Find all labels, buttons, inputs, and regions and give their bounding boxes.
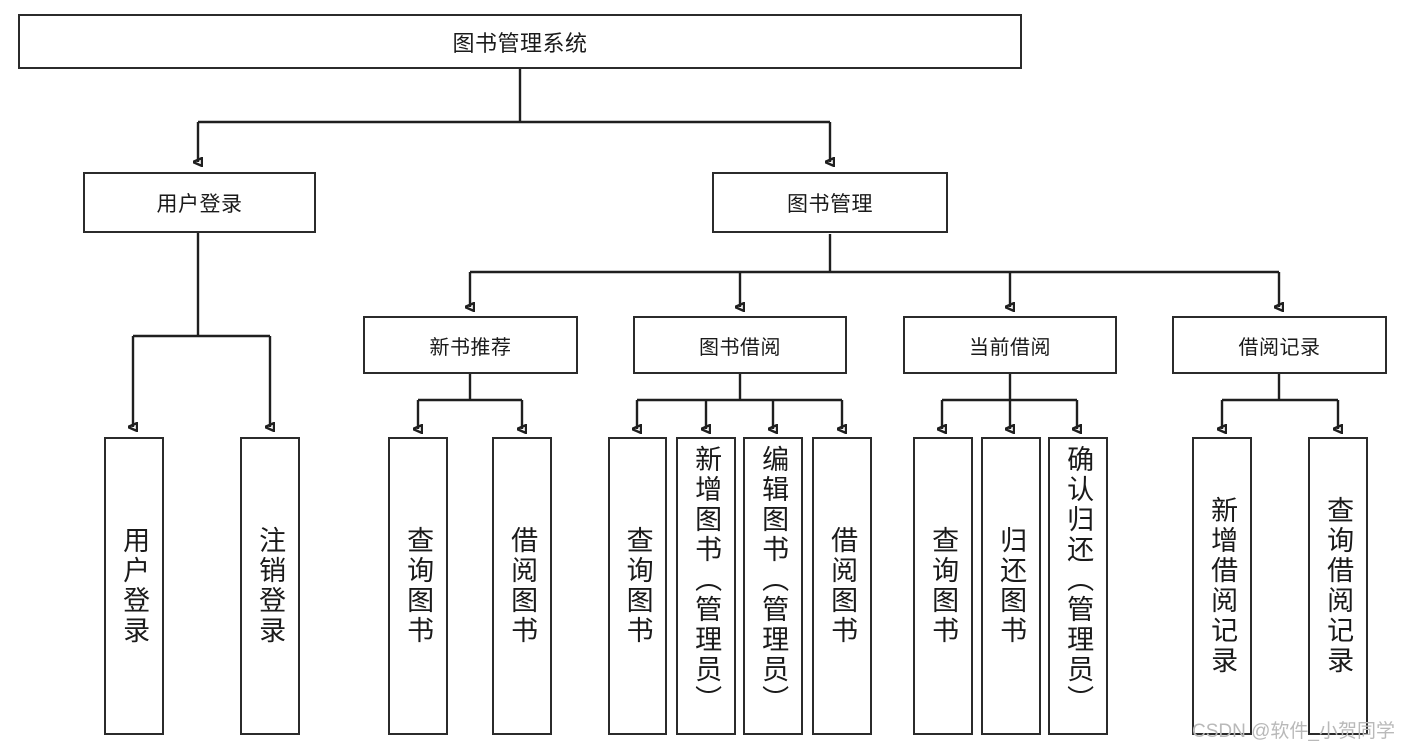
leaf-borrow-borrow-book[interactable]: 借阅图书 [812,437,872,735]
node-label: 图书管理 [787,192,873,216]
node-label: 图书借阅 [699,336,781,359]
node-label: 编辑图书（管理员） [758,445,789,715]
node-label: 确认归还（管理员） [1063,445,1094,715]
node-label: 借阅图书 [827,526,858,646]
leaf-new-book-query-book[interactable]: 查询图书 [388,437,448,735]
node-root-book-management-system[interactable]: 图书管理系统 [18,14,1022,69]
node-new-book-recommend[interactable]: 新书推荐 [363,316,578,374]
node-label: 图书管理系统 [452,30,588,56]
node-label: 用户登录 [119,526,150,646]
node-label: 新增借阅记录 [1207,496,1238,676]
node-label: 归还图书 [996,526,1027,646]
node-label: 查询图书 [622,526,653,646]
node-label: 新增图书（管理员） [691,445,722,715]
leaf-user-login-logout[interactable]: 注销登录 [240,437,300,735]
node-label: 用户登录 [156,192,243,216]
node-label: 借阅图书 [507,526,538,646]
node-label: 查询图书 [928,526,959,646]
leaf-current-confirm-return-admin[interactable]: 确认归还（管理员） [1048,437,1108,735]
leaf-current-query-book[interactable]: 查询图书 [913,437,973,735]
leaf-borrow-add-book-admin[interactable]: 新增图书（管理员） [676,437,736,735]
node-label: 查询图书 [403,526,434,646]
node-label: 借阅记录 [1238,336,1321,359]
leaf-current-return-book[interactable]: 归还图书 [981,437,1041,735]
node-book-borrow[interactable]: 图书借阅 [633,316,847,374]
node-label: 查询借阅记录 [1323,496,1354,676]
node-book-management[interactable]: 图书管理 [712,172,948,233]
leaf-record-query-record[interactable]: 查询借阅记录 [1308,437,1368,735]
node-label: 当前借阅 [969,336,1051,359]
leaf-record-add-record[interactable]: 新增借阅记录 [1192,437,1252,735]
leaf-user-login-login[interactable]: 用户登录 [104,437,164,735]
node-borrow-record[interactable]: 借阅记录 [1172,316,1387,374]
node-current-borrow[interactable]: 当前借阅 [903,316,1117,374]
csdn-watermark: CSDN @软件_小贺同学 [1192,721,1395,742]
node-label: 新书推荐 [429,336,512,359]
leaf-new-book-borrow-book[interactable]: 借阅图书 [492,437,552,735]
node-label: 注销登录 [255,526,286,646]
leaf-borrow-edit-book-admin[interactable]: 编辑图书（管理员） [743,437,803,735]
leaf-borrow-query-book[interactable]: 查询图书 [608,437,667,735]
node-user-login[interactable]: 用户登录 [83,172,316,233]
